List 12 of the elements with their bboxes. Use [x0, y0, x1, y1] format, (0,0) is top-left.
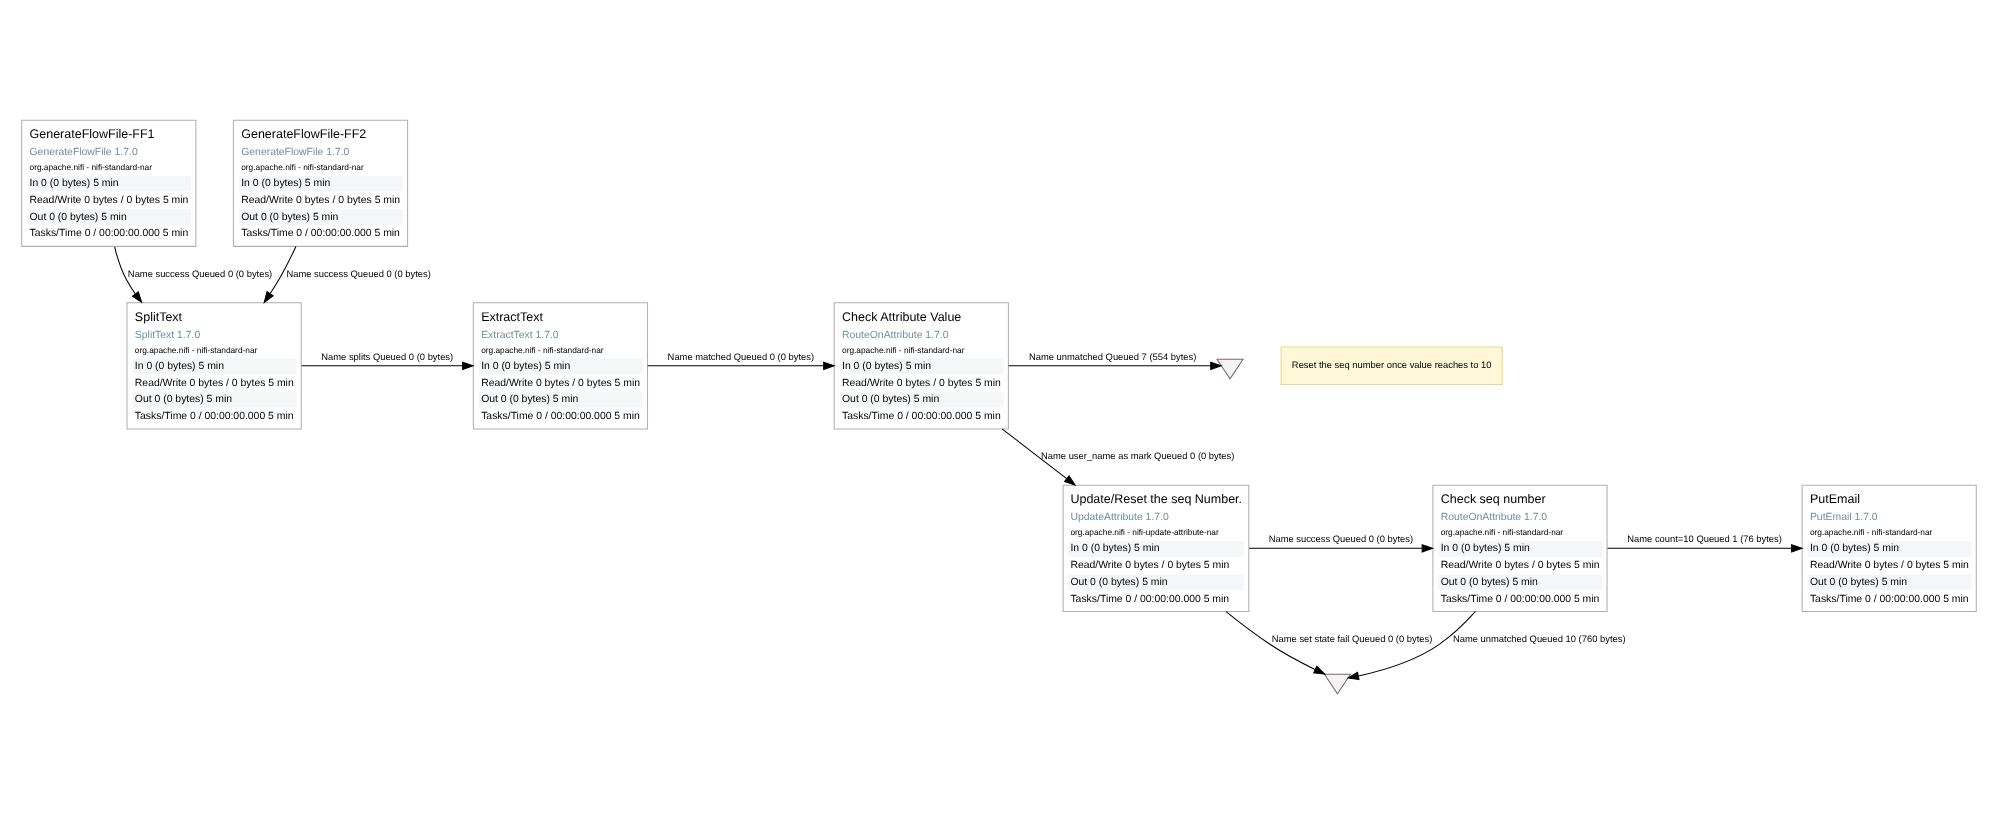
arrow	[647, 361, 836, 371]
arrow	[263, 245, 297, 304]
arrow	[1346, 611, 1476, 681]
node-funnel	[1216, 358, 1245, 380]
arrow	[114, 246, 143, 304]
arrow	[301, 361, 475, 371]
arrow	[1606, 543, 1804, 553]
arrow	[1248, 543, 1435, 553]
arrow	[1225, 611, 1327, 675]
arrow	[1008, 361, 1223, 371]
arrow	[1001, 428, 1077, 487]
node-funnel	[1323, 673, 1352, 695]
